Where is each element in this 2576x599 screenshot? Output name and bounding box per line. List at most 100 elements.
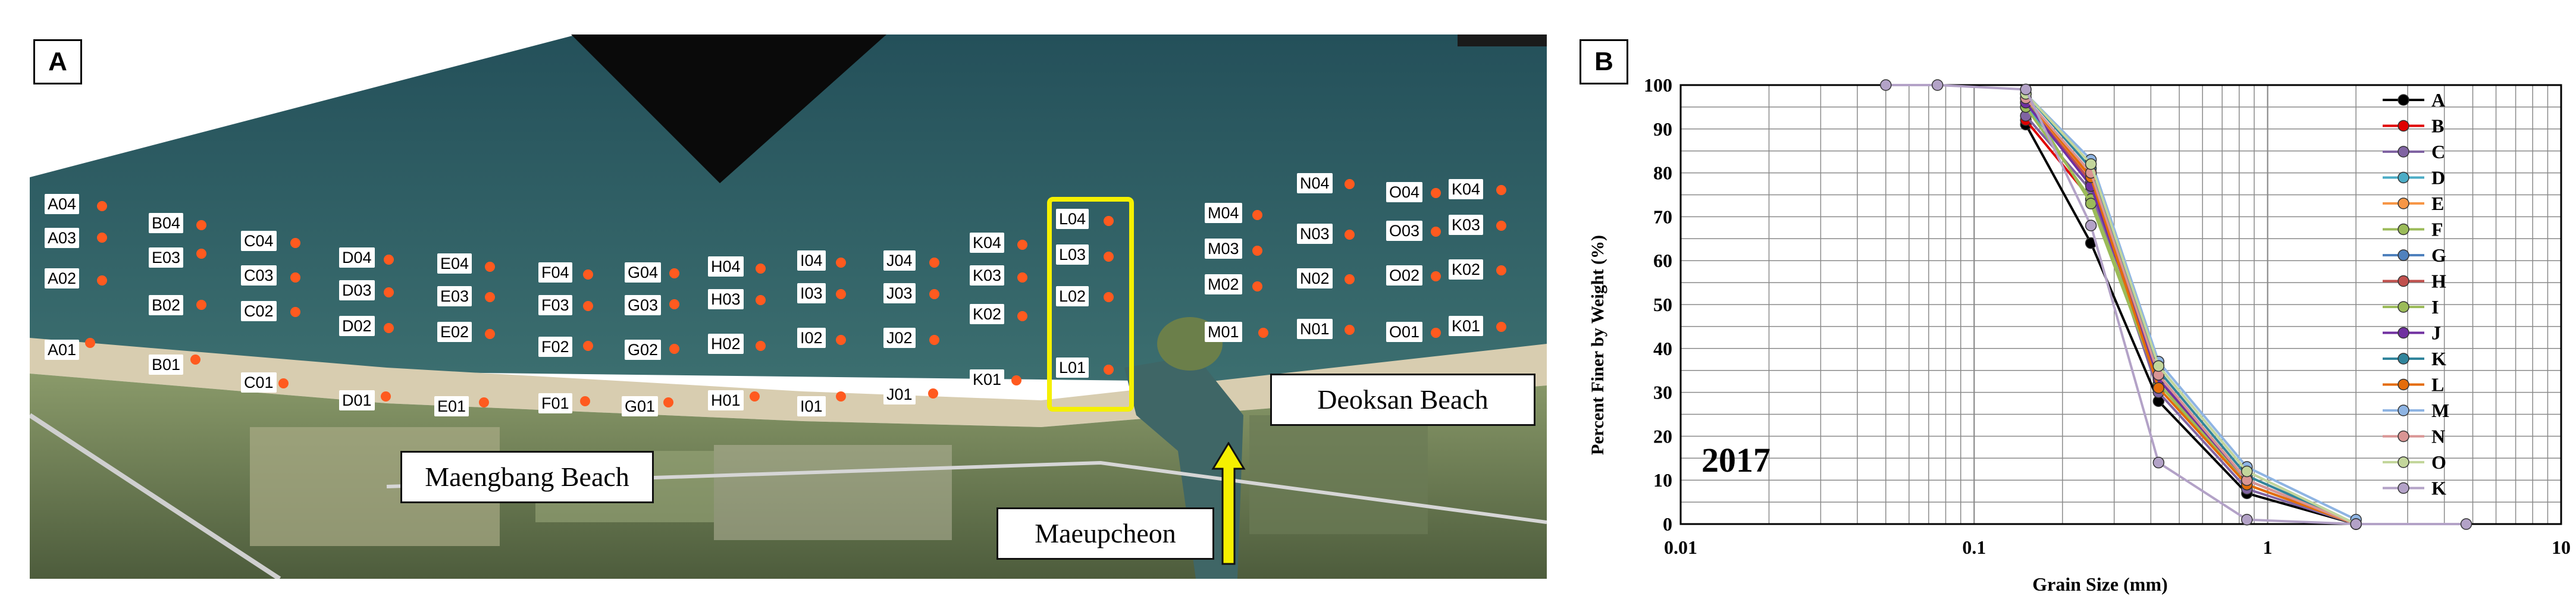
- data-point-o: [2241, 465, 2253, 478]
- chart-grid: [1679, 84, 2561, 525]
- legend-swatch-marker: [2398, 482, 2409, 494]
- data-point-k: [2460, 518, 2472, 530]
- station-dot: [1017, 272, 1027, 283]
- legend-swatch-marker: [2398, 378, 2409, 391]
- station-dot: [290, 238, 300, 248]
- station-label: D04: [339, 247, 375, 268]
- station-label: G02: [625, 340, 662, 360]
- legend-swatch-marker: [2398, 301, 2409, 313]
- legend-label: K: [2431, 348, 2446, 369]
- station-label: O03: [1386, 221, 1423, 241]
- station-label: B01: [149, 355, 184, 375]
- station-dot: [196, 300, 206, 310]
- station-label: N04: [1297, 173, 1333, 193]
- chart-series: [1880, 79, 2472, 530]
- legend-label: G: [2431, 244, 2446, 266]
- station-dot: [1252, 210, 1262, 220]
- series-line-k: [1885, 84, 2467, 525]
- station-label: F02: [538, 337, 572, 357]
- station-label: E02: [437, 322, 472, 342]
- legend-label: M: [2431, 400, 2449, 421]
- station-dot: [1496, 185, 1506, 195]
- station-label: A02: [45, 268, 80, 288]
- station-dot: [669, 344, 679, 354]
- station-label: C04: [241, 231, 277, 251]
- data-point-k: [2350, 518, 2362, 530]
- station-dot: [97, 275, 107, 286]
- legend-label: K: [2431, 478, 2446, 499]
- station-dot: [836, 258, 846, 268]
- y-tick-label: 30: [1653, 382, 1672, 403]
- station-dot: [196, 249, 206, 259]
- y-tick-label: 50: [1653, 294, 1672, 315]
- station-label: A03: [45, 228, 80, 248]
- y-tick-label: 100: [1644, 74, 1672, 96]
- year-label: 2017: [1701, 441, 1770, 479]
- legend-swatch-marker: [2398, 456, 2409, 468]
- station-label: N03: [1297, 224, 1333, 244]
- station-dot: [97, 233, 107, 243]
- station-dot: [485, 329, 495, 339]
- series-line-j: [2025, 102, 2356, 525]
- station-dot: [1345, 325, 1355, 335]
- station-label: B04: [149, 213, 184, 233]
- legend-label: J: [2431, 322, 2441, 344]
- station-dot: [756, 341, 766, 351]
- station-dot: [583, 269, 593, 280]
- station-label: H03: [708, 289, 744, 309]
- station-dot: [1258, 328, 1268, 338]
- data-point-o: [2152, 360, 2165, 372]
- station-label: L04: [1056, 209, 1089, 229]
- maeupcheon-label: Maeupcheon: [996, 507, 1214, 560]
- highlight-box-l-line: [1047, 197, 1134, 412]
- station-label: D03: [339, 280, 375, 300]
- station-dot: [1345, 274, 1355, 284]
- station-label: N01: [1297, 319, 1333, 339]
- legend-label: I: [2431, 296, 2439, 318]
- legend-label: B: [2431, 115, 2444, 137]
- y-tick-label: 90: [1653, 118, 1672, 140]
- station-label: J02: [883, 328, 916, 348]
- legend-label: O: [2431, 451, 2446, 473]
- station-dot: [384, 255, 394, 265]
- station-dot: [1011, 375, 1021, 385]
- legend-swatch-marker: [2398, 249, 2409, 261]
- legend-swatch-marker: [2398, 327, 2409, 339]
- station-label: L02: [1056, 286, 1089, 306]
- station-label: K03: [970, 265, 1005, 286]
- station-label: G04: [625, 262, 662, 283]
- y-tick-label: 40: [1653, 338, 1672, 359]
- station-dot: [580, 396, 590, 406]
- station-dot: [1104, 216, 1114, 226]
- deoksan-beach-label: Deoksan Beach: [1270, 374, 1535, 426]
- station-dot: [1345, 230, 1355, 240]
- data-point-k: [2241, 513, 2253, 526]
- station-label: G03: [625, 295, 662, 315]
- station-label: H01: [708, 390, 744, 410]
- station-label: J01: [883, 384, 916, 404]
- station-dot: [583, 341, 593, 351]
- station-label: K04: [970, 233, 1005, 253]
- station-dot: [1345, 179, 1355, 189]
- station-dot: [1252, 246, 1262, 256]
- station-label: I01: [797, 396, 826, 416]
- x-tick-label: 0.1: [1962, 537, 1986, 558]
- y-tick-label: 70: [1653, 206, 1672, 227]
- legend-label: E: [2431, 193, 2444, 214]
- data-point-k: [2152, 456, 2165, 469]
- x-tick-label: 1: [2263, 537, 2273, 558]
- station-dot: [278, 378, 289, 388]
- station-dot: [1017, 311, 1027, 321]
- legend-swatch-marker: [2398, 171, 2409, 184]
- station-label: I02: [797, 328, 826, 348]
- sea-area: [30, 35, 1547, 385]
- legend-label: D: [2431, 167, 2445, 189]
- station-dot: [929, 258, 939, 268]
- station-label: J04: [883, 250, 916, 271]
- data-point-o: [2085, 158, 2097, 170]
- station-label: D02: [339, 316, 375, 336]
- legend-label: N: [2431, 426, 2445, 447]
